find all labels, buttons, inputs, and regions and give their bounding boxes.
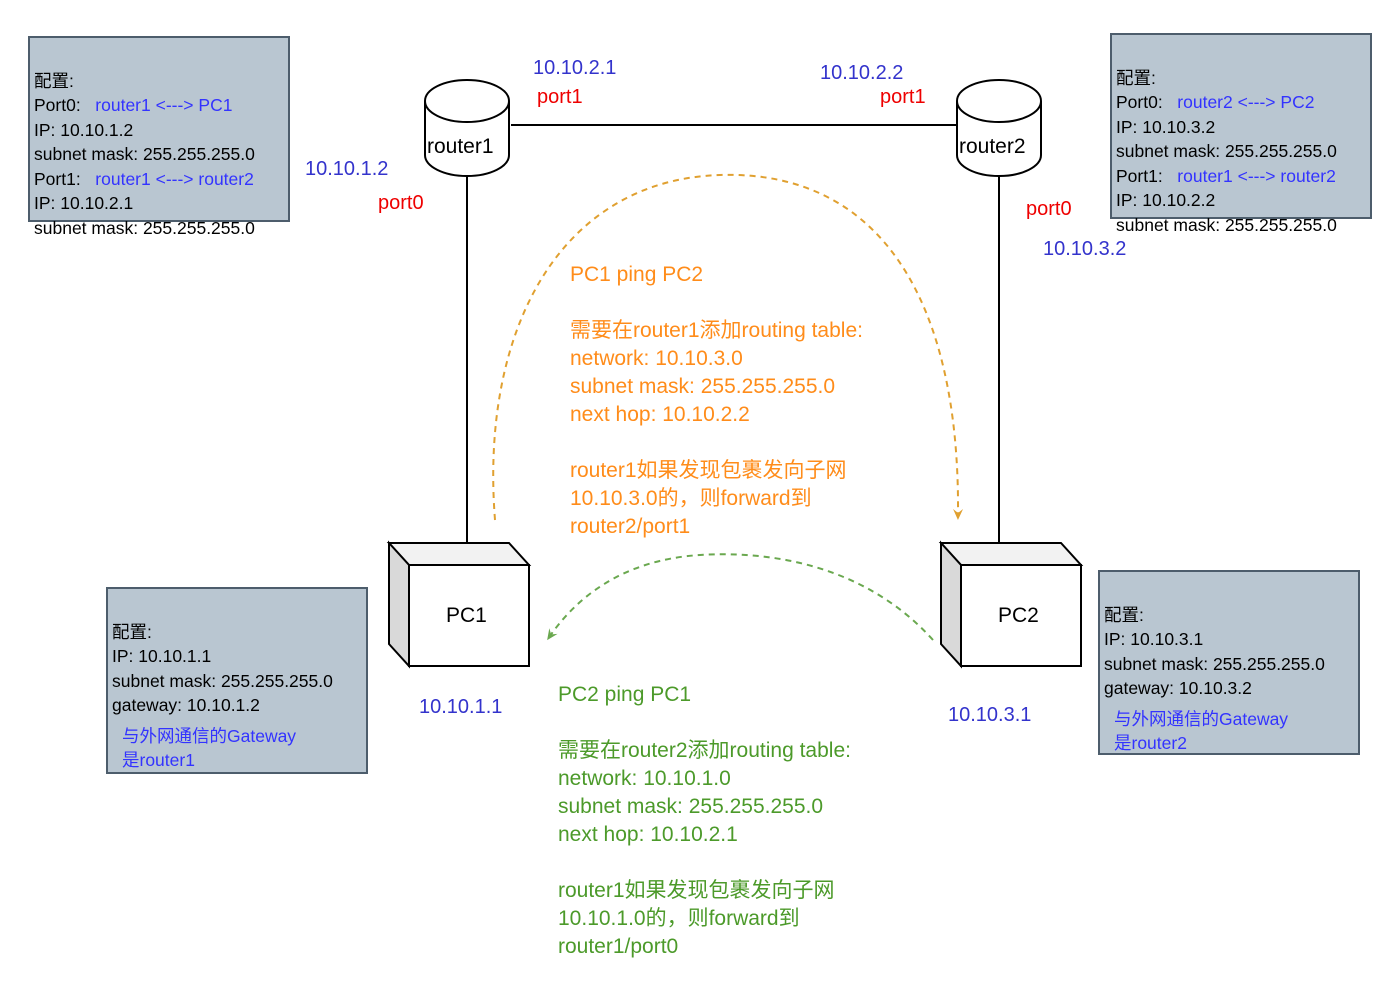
pc1-ping-pc2-annotation: PC1 ping PC2 需要在router1添加routing table: n… [570,233,863,569]
annotation-title: PC2 ping PC1 [558,683,692,706]
config-port0-row: Port0: router1 <---> PC1 [34,95,233,115]
pc2-config-box: 配置: IP: 10.10.3.1 subnet mask: 255.255.255… [1098,570,1360,755]
router2-icon[interactable] [956,79,1042,177]
router1-name: router1 [427,135,494,158]
pc1-config-box: 配置: IP: 10.10.1.1 subnet mask: 255.255.255… [106,587,368,774]
config-port0-desc: router2 <---> PC2 [1177,92,1315,112]
annotation-line: router1如果发现包裹发向子网 [558,879,835,902]
pc1-ip: 10.10.1.1 [419,696,503,718]
router2-port1-label: port1 [880,86,926,108]
annotation-line: next hop: 10.10.2.2 [570,403,750,426]
annotation-line: subnet mask: 255.255.255.0 [570,375,836,398]
config-port0-mask: subnet mask: 255.255.255.0 [1116,141,1337,161]
pc2-icon[interactable] [938,540,1084,669]
config-ip: IP: 10.10.3.1 [1104,629,1204,649]
network-diagram [386,79,1084,669]
annotation-line: network: 10.10.3.0 [570,347,743,370]
config-port0-row: Port0: router2 <---> PC2 [1116,92,1315,112]
pc2-name: PC2 [998,604,1039,627]
config-gateway: gateway: 10.10.1.2 [112,695,260,715]
router1-port0-label: port0 [378,192,424,214]
annotation-title: PC1 ping PC2 [570,263,704,286]
config-mask: subnet mask: 255.255.255.0 [1104,653,1325,674]
annotation-line: router1/port0 [558,935,679,958]
config-port1-ip: IP: 10.10.2.1 [34,193,134,213]
config-port0-mask: subnet mask: 255.255.255.0 [34,144,255,164]
router2-port0-label: port0 [1026,198,1072,220]
pc2-ip: 10.10.3.1 [948,704,1032,726]
router1-port1-ip: 10.10.2.1 [533,57,617,79]
config-port0-ip: IP: 10.10.1.2 [34,119,134,140]
annotation-line: 需要在router1添加routing table: [570,319,863,342]
config-mask: subnet mask: 255.255.255.0 [112,670,333,691]
config-title: 配置: [34,70,74,91]
annotation-line: router1如果发现包裹发向子网 [570,459,847,482]
annotation-line: 需要在router2添加routing table: [558,739,851,762]
annotation-line: subnet mask: 255.255.255.0 [558,795,824,818]
pc1-to-pc2-arrow [492,173,964,521]
annotation-line: router2/port1 [570,515,691,538]
router1-icon[interactable] [424,79,510,177]
annotation-line: 10.10.1.0的，则forward到 [558,907,800,930]
annotation-line: next hop: 10.10.2.1 [558,823,738,846]
config-port1-row: Port1: router1 <---> router2 [1116,165,1336,186]
router2-name: router2 [959,135,1026,158]
config-title: 配置: [1116,67,1156,88]
pc1-name: PC1 [446,604,487,627]
config-port1-mask: subnet mask: 255.255.255.0 [1116,214,1337,235]
config-title: 配置: [112,621,152,642]
config-port1-mask: subnet mask: 255.255.255.0 [34,217,255,238]
annotation-line: 10.10.3.0的，则forward到 [570,487,812,510]
annotation-line: network: 10.10.1.0 [558,767,731,790]
pc1-icon[interactable] [386,540,532,669]
config-port1-desc: router1 <---> router2 [1177,165,1336,186]
config-ip: IP: 10.10.1.1 [112,646,212,666]
router2-port1-ip: 10.10.2.2 [820,62,904,84]
config-port0-desc: router1 <---> PC1 [95,95,233,115]
config-gateway: gateway: 10.10.3.2 [1104,678,1252,698]
pc2-ping-pc1-annotation: PC2 ping PC1 需要在router2添加routing table: n… [558,653,851,989]
router2-port0-ip: 10.10.3.2 [1043,238,1127,260]
config-title: 配置: [1104,604,1144,625]
config-port1-row: Port1: router1 <---> router2 [34,168,254,189]
config-port1-ip: IP: 10.10.2.2 [1116,190,1216,210]
router1-port1-label: port1 [537,86,583,108]
config-port0-ip: IP: 10.10.3.2 [1116,116,1216,137]
router1-port0-ip: 10.10.1.2 [305,158,389,180]
config-port1-desc: router1 <---> router2 [95,168,254,189]
